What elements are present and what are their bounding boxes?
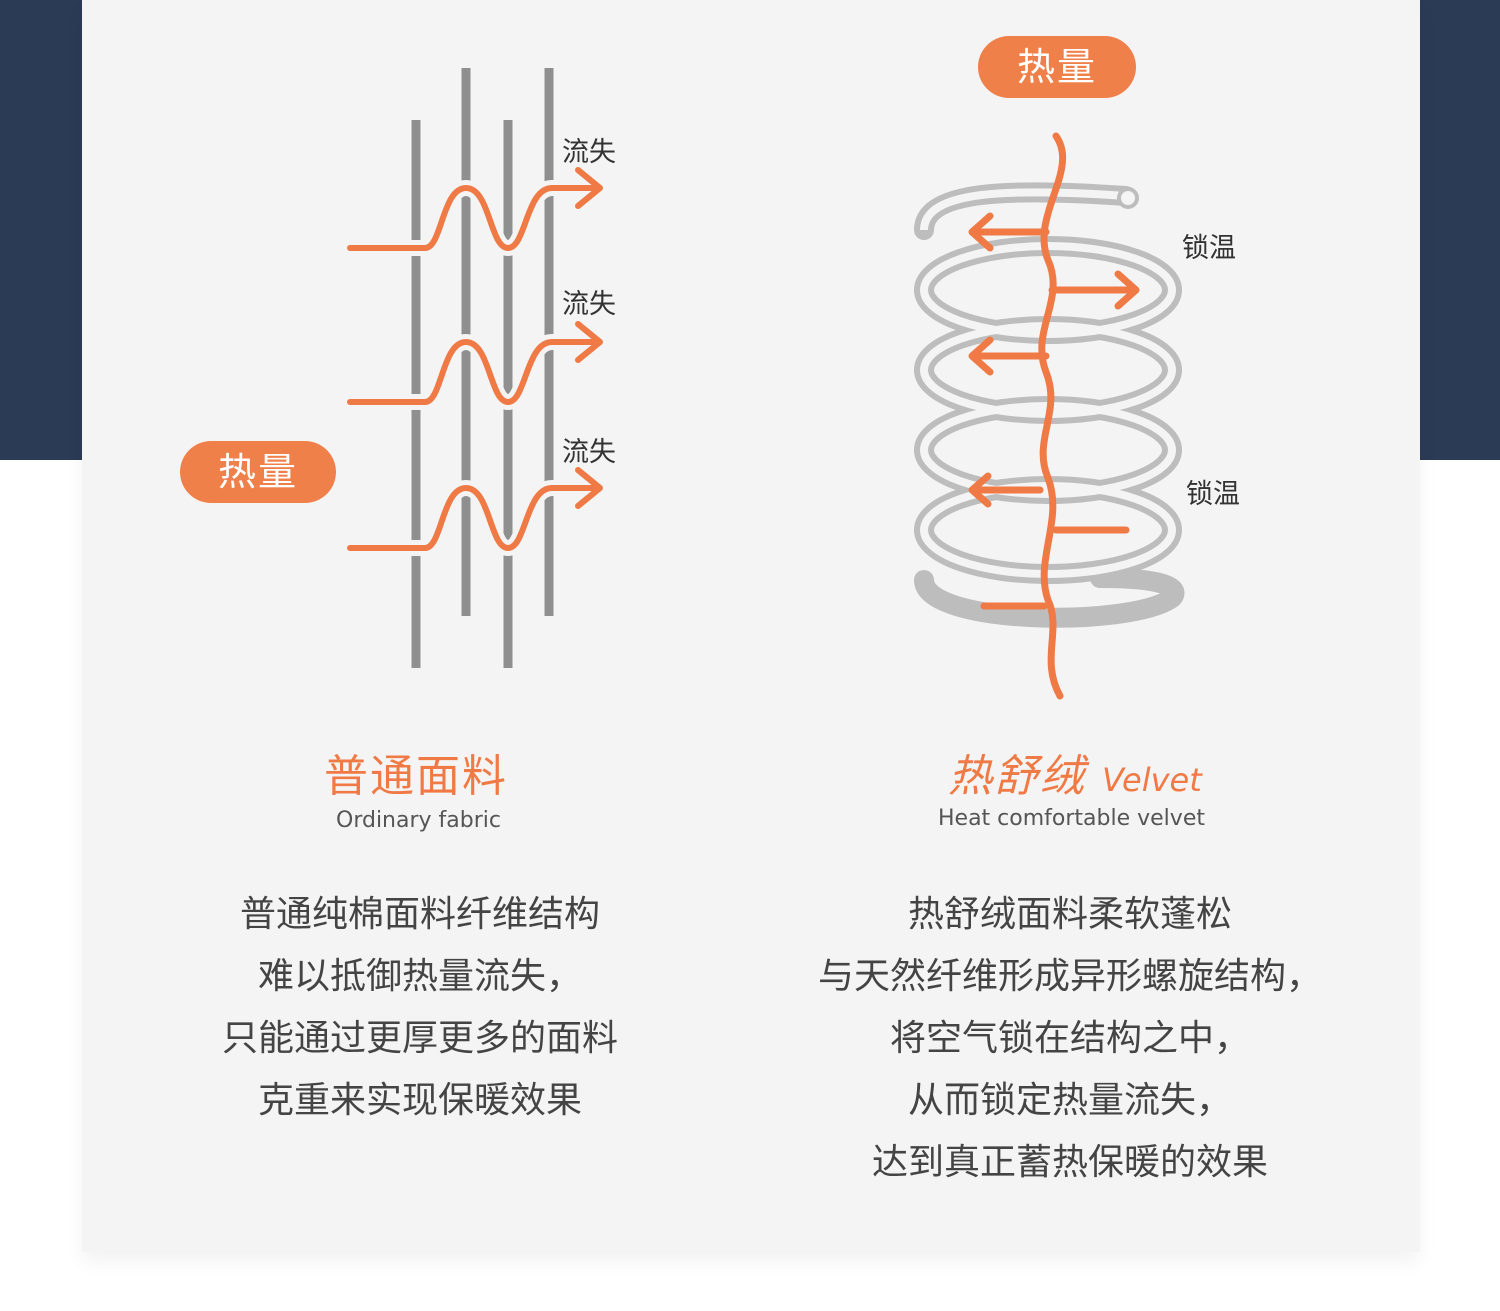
description-line: 达到真正蓄热保暖的效果	[770, 1132, 1370, 1194]
description-line: 热舒绒面料柔软蓬松	[770, 884, 1370, 946]
lock-label-2: 锁温	[1186, 472, 1240, 511]
description-line: 将空气锁在结构之中，	[770, 1008, 1370, 1070]
loss-label-1: 流失	[562, 130, 616, 169]
velvet-description: 热舒绒面料柔软蓬松 与天然纤维形成异形螺旋结构， 将空气锁在结构之中， 从而锁定…	[770, 884, 1370, 1194]
velvet-title-cn: 热舒绒	[948, 751, 1086, 802]
velvet-title: 热舒绒 Velvet	[948, 740, 1202, 804]
heat-pill-left: 热量	[180, 441, 336, 503]
description-line: 难以抵御热量流失，	[170, 946, 670, 1008]
description-line: 从而锁定热量流失，	[770, 1070, 1370, 1132]
heat-loss-arrows	[350, 188, 596, 548]
loss-label-2: 流失	[562, 282, 616, 321]
description-line: 与天然纤维形成异形螺旋结构，	[770, 946, 1370, 1008]
ordinary-fabric-title: 普通面料	[324, 740, 508, 804]
heat-pill-right: 热量	[978, 36, 1136, 98]
loss-label-3: 流失	[562, 430, 616, 469]
description-line: 克重来实现保暖效果	[170, 1070, 670, 1132]
description-line: 普通纯棉面料纤维结构	[170, 884, 670, 946]
description-line: 只能通过更厚更多的面料	[170, 1008, 670, 1070]
velvet-subtitle: Heat comfortable velvet	[938, 806, 1205, 831]
ordinary-fabric-subtitle: Ordinary fabric	[336, 808, 501, 833]
ordinary-fabric-description: 普通纯棉面料纤维结构 难以抵御热量流失， 只能通过更厚更多的面料 克重来实现保暖…	[170, 884, 670, 1132]
velvet-title-en: Velvet	[1102, 761, 1202, 799]
coil-end-cap	[1119, 189, 1137, 207]
lock-label-1: 锁温	[1182, 226, 1236, 265]
